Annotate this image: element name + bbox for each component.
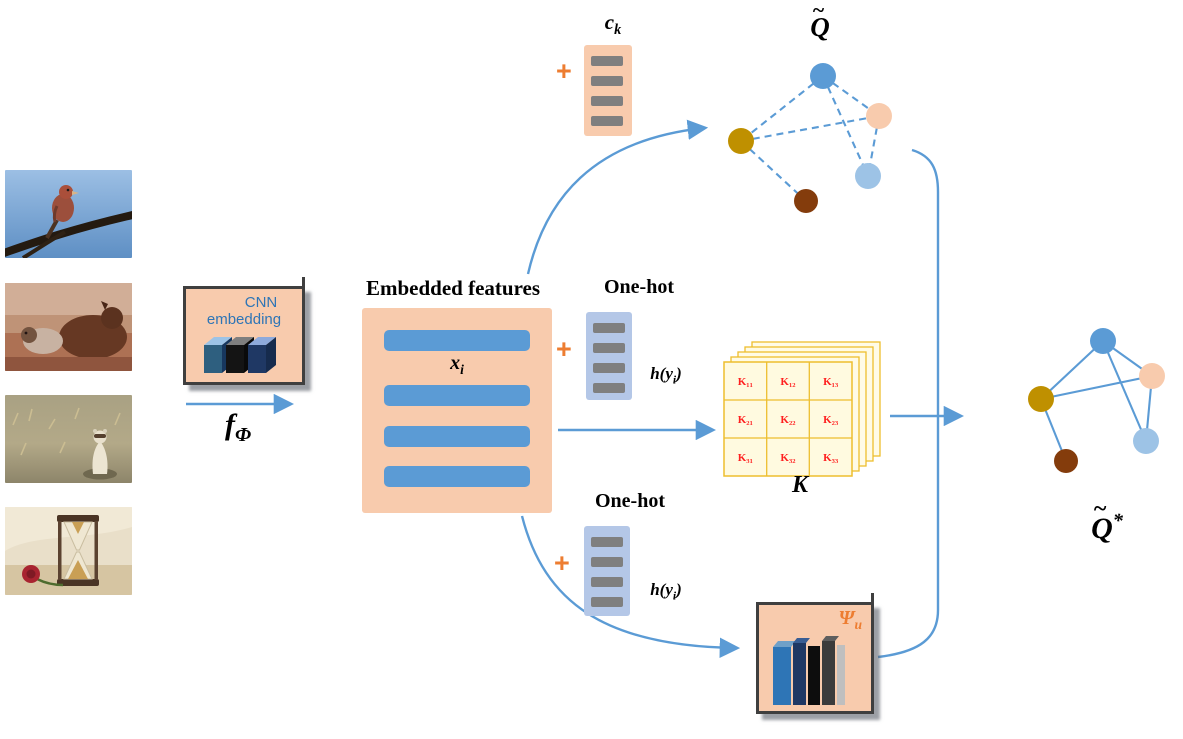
graph-edge <box>740 114 880 143</box>
ck-vector-box <box>584 45 632 136</box>
vector-bar <box>591 116 623 126</box>
embedded-features-title: Embedded features <box>365 276 541 300</box>
f-base: f <box>224 408 235 441</box>
graph-edge <box>740 75 824 142</box>
ck-label: ck <box>588 10 638 39</box>
k-cell: K₁₁ <box>738 376 753 388</box>
onehot-vector-box-mid <box>586 312 632 400</box>
hyi-sub: i <box>672 373 677 387</box>
graph-edge <box>1040 374 1153 401</box>
arrow-to-query-graph <box>526 119 709 275</box>
vector-bar <box>593 323 625 333</box>
hyi-post: ) <box>676 364 682 383</box>
graph-node-peach <box>1139 363 1165 389</box>
graph-node-lightblue <box>855 163 881 189</box>
onehot-vector-box-bot <box>584 526 630 616</box>
vector-bar <box>593 343 625 353</box>
embedded-features-box: xi <box>362 308 552 513</box>
q-tilde-star-label: ~Q* <box>1072 496 1142 546</box>
qstar-sup: * <box>1112 510 1123 532</box>
psi-books-icon <box>773 636 845 705</box>
graph-node-blue <box>810 63 836 89</box>
graph-node-lightblue <box>1133 428 1159 454</box>
k-matrix-cube: K₁₁ K₁₂ K₁₃ K₂₁ K₂₂ K₂₃ K₃₁ K₃₂ K₃₃ <box>723 341 881 477</box>
query-graph <box>728 63 892 213</box>
k-cell: K₂₁ <box>738 414 753 426</box>
k-cell: K₃₃ <box>823 452 839 464</box>
embedded-feature-bar <box>384 466 530 487</box>
bird-photo-art <box>5 170 132 258</box>
cnn-label-line2: embedding <box>206 311 282 329</box>
input-image-ferret <box>5 395 132 483</box>
cnn-embedding-box: CNN embedding <box>183 277 305 385</box>
hyi-pre: h(y <box>650 364 673 383</box>
qstar-base: Q <box>1091 512 1113 545</box>
graph-node-olive <box>728 128 754 154</box>
q-base: Q <box>810 12 830 42</box>
q-tilde-label: ~Q <box>790 0 850 43</box>
cnn-label-line1: CNN <box>244 294 278 311</box>
hyi-pre: h(y <box>650 580 673 599</box>
k-label: K <box>791 472 808 498</box>
embedded-feature-bar <box>384 330 530 351</box>
vector-bar <box>591 96 623 106</box>
hourglass-photo-art <box>5 507 132 595</box>
graph-node-brown <box>1054 449 1078 473</box>
onehot-title-mid: One-hot <box>604 276 674 298</box>
ferret-photo-art <box>5 395 132 483</box>
k-cell: K₂₂ <box>780 414 796 426</box>
f-sub: Φ <box>234 424 252 446</box>
tilde-mark: ~ <box>1093 496 1107 523</box>
graph-node-brown <box>794 189 818 213</box>
dog-photo-art <box>5 283 132 371</box>
hyi-label-bot: h(yi) <box>636 580 696 602</box>
embedded-feature-bar <box>384 385 530 406</box>
graph-edge <box>740 140 807 202</box>
psi-u-label: Ψu <box>838 607 862 633</box>
input-image-dog-guineapig <box>5 283 132 371</box>
graph-node-peach <box>866 103 892 129</box>
embedded-feature-bar <box>384 426 530 447</box>
vector-bar <box>591 537 623 547</box>
graph-edge <box>1040 340 1104 400</box>
vector-bar <box>593 363 625 373</box>
hyi-post: ) <box>676 580 682 599</box>
plus-icon: + <box>556 334 572 364</box>
k-cell: K₃₁ <box>738 452 753 464</box>
psi-base: Ψ <box>838 607 855 629</box>
vector-bar <box>591 76 623 86</box>
plus-icon: + <box>554 548 570 578</box>
vector-bar <box>591 56 623 66</box>
psi-sub: u <box>854 617 862 632</box>
f-phi-label: fΦ <box>203 408 273 447</box>
cube-front-face <box>723 361 853 477</box>
refined-query-graph <box>1028 328 1165 473</box>
vector-bar <box>591 577 623 587</box>
k-cell: K₁₃ <box>823 376 839 388</box>
ck-base: c <box>604 10 615 34</box>
ck-sub: k <box>614 22 622 39</box>
psi-box: Ψu <box>756 593 874 714</box>
input-image-hourglass <box>5 507 132 595</box>
plus-icon: + <box>556 56 572 86</box>
tilde-mark: ~ <box>812 0 825 22</box>
vector-bar <box>591 557 623 567</box>
vector-bar <box>591 597 623 607</box>
k-cell: K₂₃ <box>823 414 839 426</box>
k-cell: K₃₂ <box>780 452 796 464</box>
graph-edge <box>822 75 869 177</box>
hyi-label-mid: h(yi) <box>636 364 696 386</box>
vector-bar <box>593 383 625 393</box>
k-cell: K₁₂ <box>780 376 796 388</box>
xi-label: xi <box>362 352 552 378</box>
input-image-bird <box>5 170 132 258</box>
xi-base: x <box>450 352 461 374</box>
onehot-title-bot: One-hot <box>595 490 665 512</box>
cnn-blocks-icon <box>204 337 276 373</box>
xi-sub: i <box>460 362 464 377</box>
graph-node-blue <box>1090 328 1116 354</box>
hyi-sub: i <box>672 589 677 603</box>
graph-node-olive <box>1028 386 1054 412</box>
graph-edge <box>1102 340 1147 442</box>
